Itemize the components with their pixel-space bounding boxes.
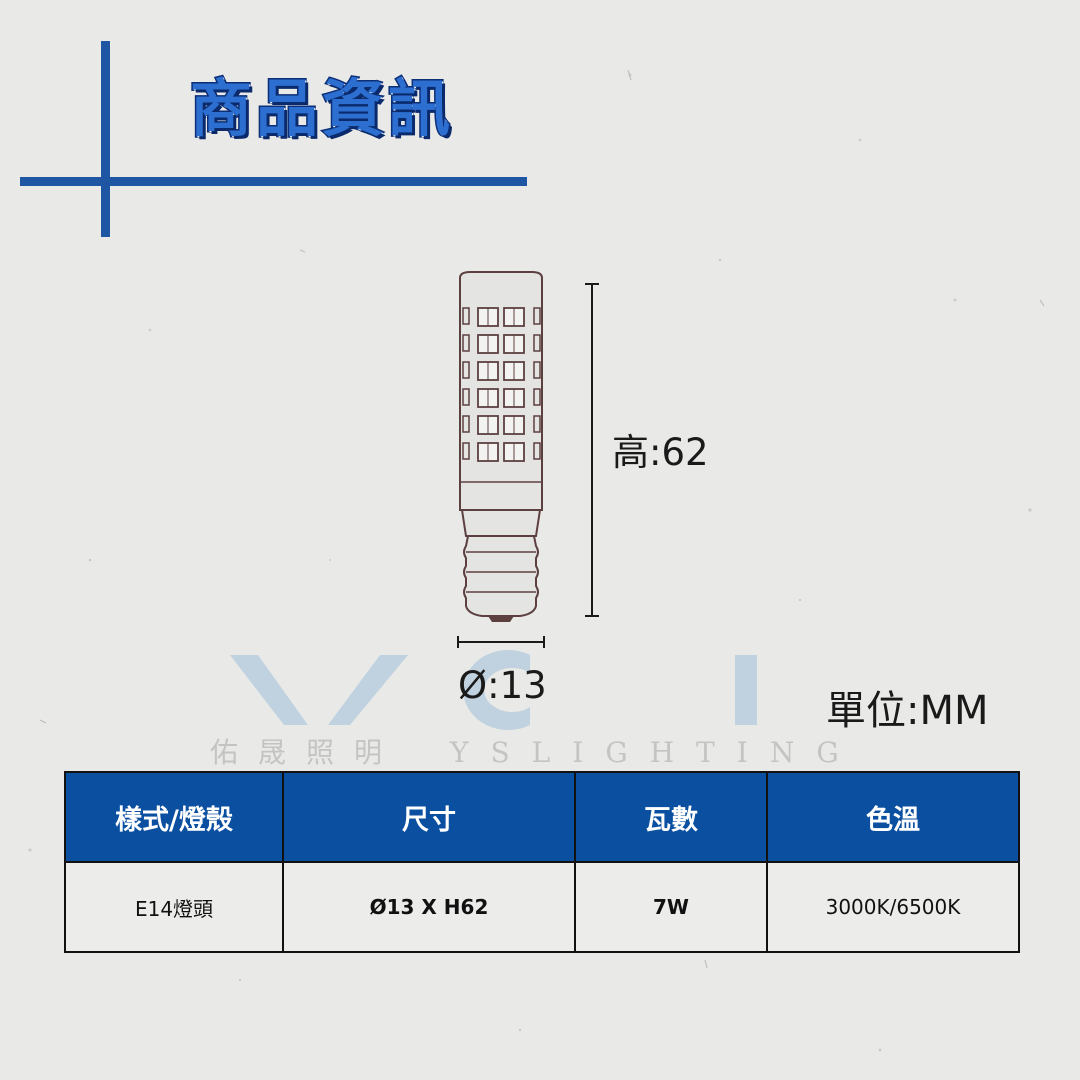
brand-watermark-logo: 佑晟照明 YSLIGHTING (210, 650, 861, 769)
diameter-dimension-label: Ø:13 (458, 664, 547, 707)
decorative-vertical-bar (101, 41, 110, 237)
header-style-cell: 樣式/燈殼 (64, 771, 284, 863)
header-color-temp-cell: 色溫 (766, 771, 1020, 863)
watermark-chinese-text: 佑晟照明 (210, 736, 402, 769)
cell-color-temp: 3000K/6500K (766, 861, 1020, 953)
watermark-english-text: YSLIGHTING (449, 736, 861, 769)
table-row: E14燈頭 Ø13 X H62 7W 3000K/6500K (64, 861, 1020, 953)
cell-wattage: 7W (574, 861, 768, 953)
decorative-horizontal-bar (20, 177, 527, 186)
unit-label: 單位:MM (826, 688, 989, 734)
cell-size: Ø13 X H62 (282, 861, 576, 953)
header-size-cell: 尺寸 (282, 771, 576, 863)
height-dimension-label: 高:62 (612, 431, 709, 474)
page-title: 商品資訊 (188, 72, 455, 145)
header-wattage-cell: 瓦數 (574, 771, 768, 863)
spec-table: 樣式/燈殼 尺寸 瓦數 色溫 E14燈頭 Ø13 X H62 7W 3000K/… (64, 771, 1020, 953)
cell-style: E14燈頭 (64, 861, 284, 953)
led-bulb-drawing (457, 271, 599, 648)
table-header-row: 樣式/燈殼 尺寸 瓦數 色溫 (64, 771, 1020, 863)
